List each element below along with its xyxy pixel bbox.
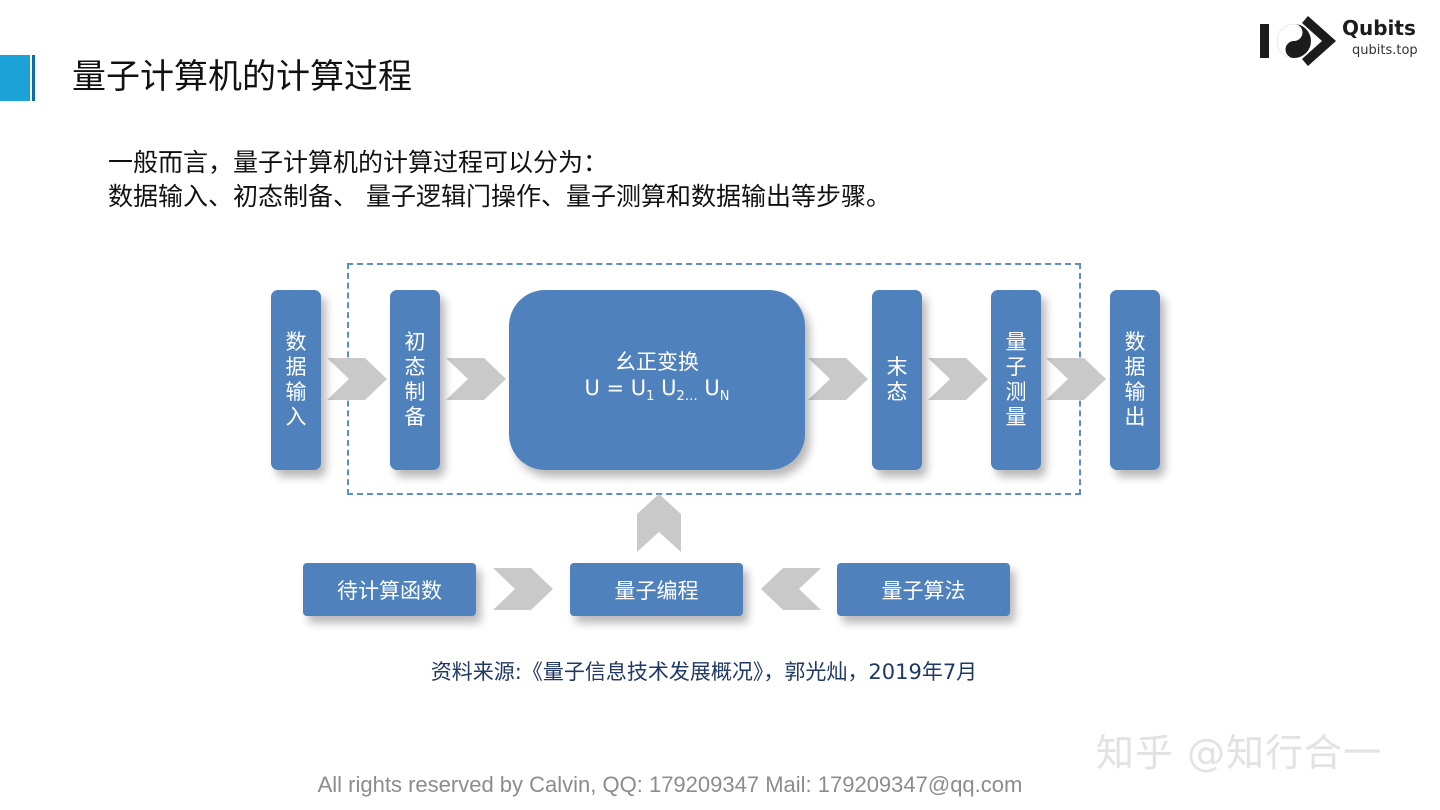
quantum-programming-label: 量子编程 [614,578,699,603]
logo-name: Qubits [1342,16,1416,40]
chevron-right-icon [446,358,506,400]
title-accent-bar [0,55,30,101]
formula-subscript: N [719,389,730,405]
unitary-title: 幺正变换 [615,350,699,375]
initial-state-box: 初态制备 [390,290,440,470]
logo-url: qubits.top [1352,43,1418,58]
intro-line-2: 数据输入、初态制备、 量子逻辑门操作、量子测算和数据输出等步骤。 [108,182,891,211]
chevron-left-icon [761,568,821,610]
unitary-formula: U = U1 U2… UN [584,375,729,410]
quantum-programming-box: 量子编程 [570,563,743,616]
chevron-right-icon [808,358,868,400]
function-to-compute-box: 待计算函数 [303,563,476,616]
data-input-box: 数据输入 [271,290,321,470]
quantum-algorithm-box: 量子算法 [837,563,1010,616]
quantum-measurement-label: 量子测量 [1005,330,1027,429]
qubits-logo: Qubits qubits.top [1258,12,1433,70]
formula-part: U [697,376,720,401]
formula-part: U = U [584,376,647,401]
quantum-algorithm-label: 量子算法 [881,578,966,603]
zhihu-watermark: 知乎 @知行合一 [1096,731,1383,775]
title-accent-line [32,55,35,101]
data-input-label: 数据输入 [285,330,307,429]
formula-part: U [654,376,677,401]
final-state-box: 末态 [872,290,922,470]
final-state-label: 末态 [886,355,908,404]
function-to-compute-label: 待计算函数 [337,578,442,603]
copyright-footer: All rights reserved by Calvin, QQ: 17920… [317,772,1023,797]
unitary-transform-box: 幺正变换 U = U1 U2… UN [509,290,805,470]
quantum-measurement-box: 量子测量 [991,290,1041,470]
data-output-label: 数据输出 [1124,330,1146,429]
chevron-right-icon [327,358,387,400]
intro-text: 一般而言，量子计算机的计算过程可以分为： 数据输入、初态制备、 量子逻辑门操作、… [108,146,891,214]
formula-subscript: 2… [676,389,698,405]
chevron-up-icon [637,494,681,552]
formula-subscript: 1 [646,389,655,405]
data-output-box: 数据输出 [1110,290,1160,470]
source-citation: 资料来源:《量子信息技术发展概况》，郭光灿，2019年7月 [430,660,978,684]
chevron-right-icon [493,568,553,610]
initial-state-label: 初态制备 [404,330,426,429]
page-title: 量子计算机的计算过程 [72,57,412,97]
chevron-right-icon [1046,358,1106,400]
chevron-right-icon [928,358,988,400]
qubits-logo-icon [1260,16,1336,66]
intro-line-1: 一般而言，量子计算机的计算过程可以分为： [108,148,609,177]
